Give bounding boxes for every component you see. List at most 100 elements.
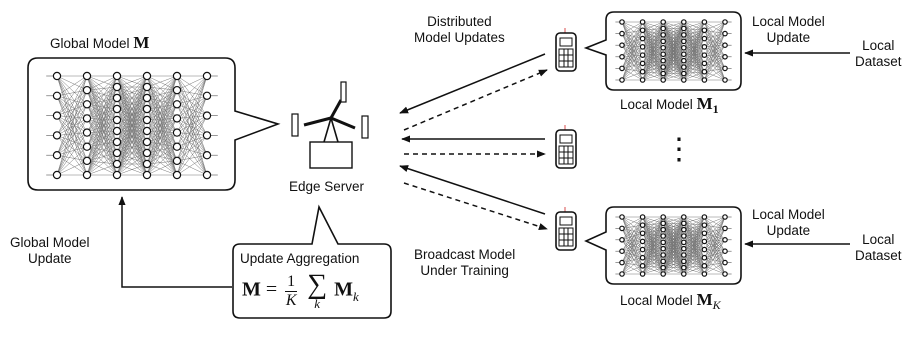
nn-node	[660, 245, 667, 252]
nn-edge	[56, 154, 88, 162]
nn-edge	[704, 46, 726, 81]
nn-edge	[662, 21, 685, 81]
nn-edge	[642, 41, 664, 81]
nn-edge	[662, 216, 685, 249]
nn-edge	[704, 45, 726, 64]
nn-node	[639, 27, 646, 34]
nn-edge	[704, 249, 726, 275]
nn-edge	[146, 108, 178, 176]
nn-node	[701, 254, 708, 261]
nn-edge	[662, 223, 685, 275]
nn-node	[722, 53, 728, 60]
nn-edge	[704, 228, 726, 234]
nn-edge	[621, 233, 643, 252]
nn-edge	[683, 46, 705, 81]
nn-edge	[86, 152, 118, 162]
nn-edge	[642, 216, 664, 275]
nn-edge	[642, 248, 664, 267]
nn-edge	[146, 75, 178, 154]
nn-edge	[176, 115, 208, 133]
nn-edge	[683, 38, 705, 68]
nn-node	[722, 271, 728, 277]
nn-edge	[56, 89, 88, 116]
nn-edge	[621, 30, 643, 57]
nn-edge	[642, 63, 664, 81]
nn-edge	[621, 216, 643, 226]
nn-node	[660, 220, 667, 227]
nn-node	[660, 38, 667, 45]
nn-edge	[704, 224, 726, 241]
nn-edge	[621, 44, 643, 56]
nn-edge	[704, 262, 726, 275]
nn-edge	[642, 34, 664, 56]
nn-edge	[146, 90, 178, 154]
nn-edge	[86, 75, 118, 91]
nn-edge	[176, 146, 208, 156]
nn-node	[680, 64, 687, 70]
nn-edge	[642, 47, 664, 81]
nn-edge	[146, 104, 178, 110]
nn-edge	[683, 225, 705, 256]
nn-edge	[662, 216, 685, 268]
nn-edge	[56, 75, 88, 91]
nn-edge	[704, 21, 726, 64]
nn-edge	[86, 75, 118, 176]
nn-edge	[116, 86, 148, 176]
nn-edge	[662, 229, 685, 275]
nn-edge	[683, 216, 705, 275]
nn-edge	[683, 30, 705, 55]
nn-edge	[683, 21, 705, 48]
nn-edge	[642, 21, 664, 39]
nn-node	[82, 100, 92, 109]
nn-node	[639, 254, 646, 261]
nn-edge	[683, 38, 705, 61]
nn-edge	[621, 21, 643, 69]
nn-edge	[642, 21, 664, 64]
nn-edge	[621, 228, 643, 234]
nn-node	[660, 226, 667, 233]
nn-node	[202, 71, 212, 81]
nn-node	[172, 170, 182, 180]
nn-edge	[704, 44, 726, 48]
nn-edge	[704, 63, 726, 69]
nn-node	[639, 52, 646, 58]
nn-edge	[86, 108, 118, 161]
nn-edge	[86, 130, 118, 147]
nn-edge	[176, 90, 208, 156]
nn-edge	[704, 224, 726, 252]
nn-edge	[146, 146, 178, 176]
nn-edge	[704, 216, 726, 266]
nn-node	[202, 111, 212, 120]
nn-node	[619, 19, 625, 25]
nn-edge	[146, 90, 178, 165]
nn-edge	[116, 163, 148, 176]
nn-edge	[683, 216, 705, 224]
nn-edge	[621, 265, 643, 275]
nn-edge	[683, 216, 705, 268]
nn-edge	[146, 97, 178, 105]
nn-node	[722, 30, 728, 37]
nn-node	[701, 60, 708, 67]
nn-edge	[621, 30, 643, 81]
nn-node	[680, 258, 687, 265]
nn-edge	[642, 21, 664, 81]
nn-node	[680, 264, 687, 271]
nn-edge	[621, 249, 643, 275]
nn-edge	[621, 250, 643, 267]
nn-edge	[176, 160, 208, 176]
nn-edge	[176, 75, 208, 161]
nn-edge	[683, 216, 705, 262]
nn-edge	[176, 75, 208, 91]
nn-edge	[662, 216, 685, 275]
nn-edge	[56, 115, 88, 147]
nn-edge	[146, 90, 178, 176]
nn-edge	[704, 241, 726, 252]
nn-edge	[642, 229, 664, 258]
nn-edge	[704, 63, 726, 81]
nn-edge	[683, 216, 705, 249]
nn-edge	[86, 86, 118, 147]
nn-edge	[621, 216, 643, 234]
nn-edge	[146, 75, 178, 132]
nn-node	[639, 44, 646, 50]
phone-2-icon	[555, 125, 577, 169]
